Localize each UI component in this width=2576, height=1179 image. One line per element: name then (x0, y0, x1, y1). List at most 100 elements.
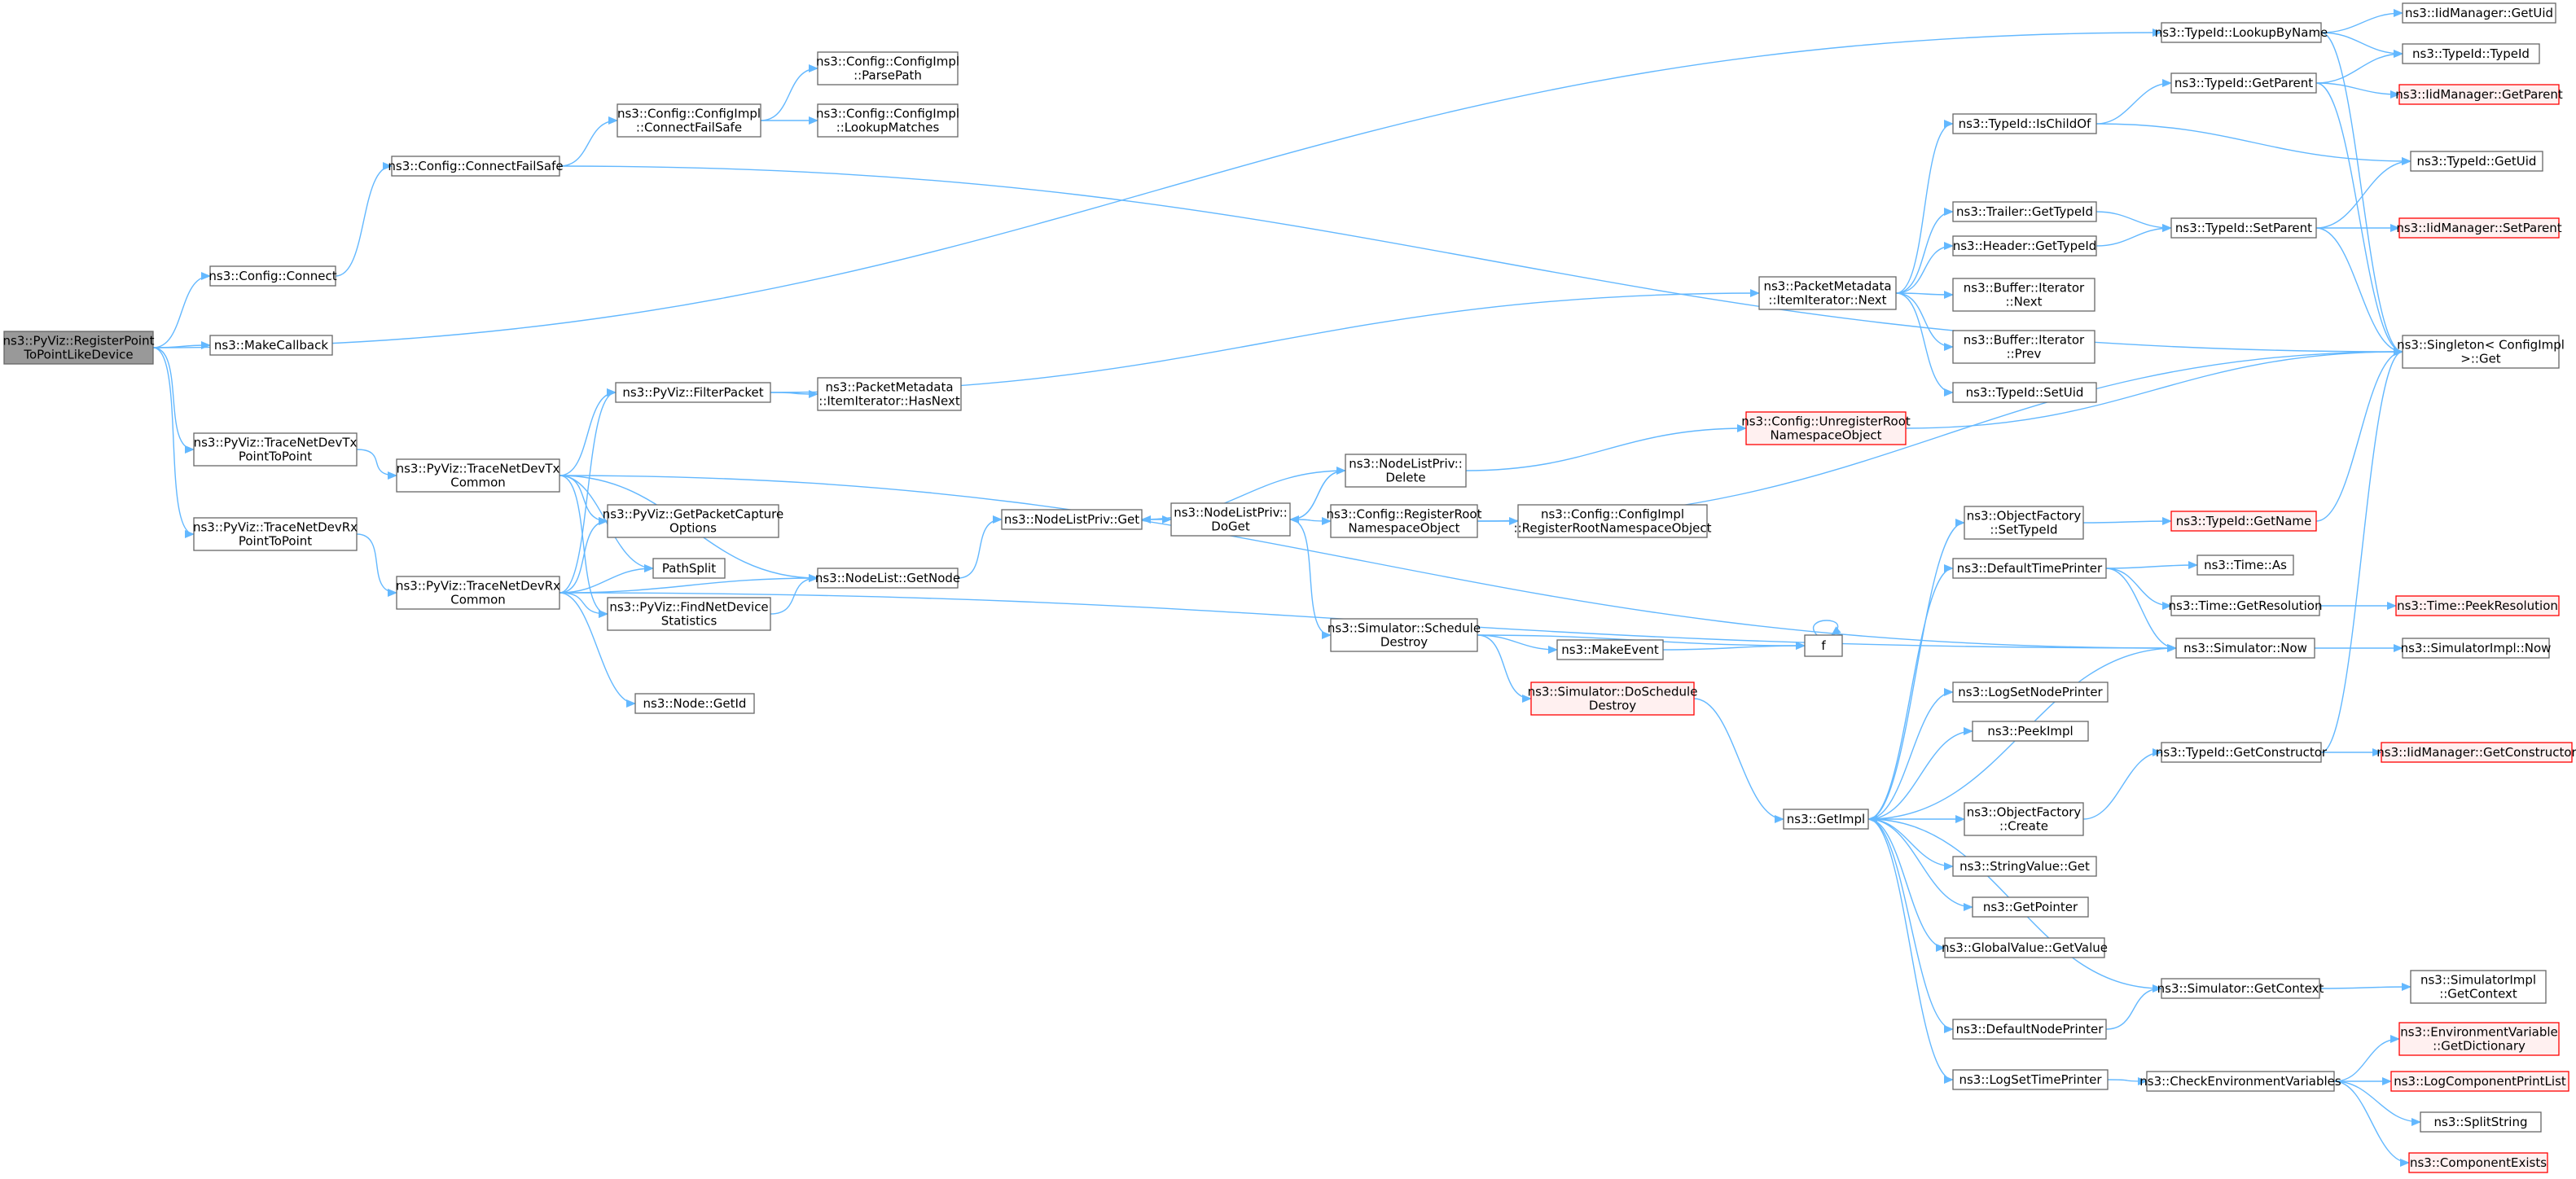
node-box (2390, 1071, 2569, 1092)
node-typeid-getname[interactable]: ns3::TypeId::GetName (2170, 511, 2317, 532)
node-label: Delete (1385, 471, 1425, 485)
node-box (1964, 802, 2084, 836)
node-objfactory-settypeid[interactable]: ns3::ObjectFactory::SetTypeId (1964, 506, 2084, 540)
node-log-set-node-printer[interactable]: ns3::LogSetNodePrinter (1952, 682, 2109, 703)
node-filter-packet[interactable]: ns3::PyViz::FilterPacket (615, 382, 771, 403)
edge-typeid-lookupbyname-to-iid-getuid (2320, 9, 2403, 33)
node-iid-getuid[interactable]: ns3::IidManager::GetUid (2402, 2, 2556, 24)
edge-typeid-setparent-to-singleton-get (2315, 227, 2403, 356)
node-cfg-connect-fs[interactable]: ns3::Config::ConnectFailSafe (388, 156, 564, 177)
node-simimpl-now[interactable]: ns3::SimulatorImpl::Now (2401, 638, 2552, 659)
node-splitstring[interactable]: ns3::SplitString (2420, 1111, 2542, 1133)
node-cfgimpl-regroot[interactable]: ns3::Config::ConfigImpl::RegisterRootNam… (1514, 504, 1712, 538)
edge-typeid-getparent-to-iid-getparent (2315, 82, 2400, 99)
node-typeid-setuid[interactable]: ns3::TypeId::SetUid (1952, 382, 2097, 403)
edge-cfgimpl-connect-fs-to-cfgimpl-parsepath (760, 64, 818, 121)
node-log-comp-printlist[interactable]: ns3::LogComponentPrintList (2390, 1071, 2569, 1092)
node-singleton-get[interactable]: ns3::Singleton< ConfigImpl >::Get (2397, 335, 2565, 369)
node-typeid-typeid[interactable]: ns3::TypeId::TypeId (2402, 43, 2540, 64)
node-typeid-ischildof[interactable]: ns3::TypeId::IsChildOf (1952, 113, 2097, 134)
node-cfg-unregroot[interactable]: ns3::Config::UnregisterRootNamespaceObje… (1741, 411, 1911, 445)
node-iid-getconstructor[interactable]: ns3::IidManager::GetConstructor (2376, 742, 2576, 763)
node-cfgimpl-lookup[interactable]: ns3::Config::ConfigImpl::LookupMatches (816, 103, 959, 138)
node-label: ns3::TypeId::SetUid (1966, 385, 2084, 400)
node-time-getres[interactable]: ns3::Time::GetResolution (2169, 595, 2323, 616)
node-getimpl[interactable]: ns3::GetImpl (1783, 809, 1869, 830)
node-box (209, 335, 333, 356)
node-getpointer[interactable]: ns3::GetPointer (1972, 896, 2089, 918)
node-typeid-getparent[interactable]: ns3::TypeId::GetParent (2170, 72, 2317, 94)
node-typeid-getconstructor[interactable]: ns3::TypeId::GetConstructor (2156, 742, 2328, 763)
node-label: Destroy (1589, 699, 1636, 713)
edge-default-time-printer-to-time-as (2105, 561, 2198, 570)
node-buffer-next[interactable]: ns3::Buffer::Iterator::Next (1952, 278, 2095, 312)
node-default-time-printer[interactable]: ns3::DefaultTimePrinter (1952, 558, 2107, 579)
node-stringvalue-get[interactable]: ns3::StringValue::Get (1952, 856, 2097, 877)
node-box (607, 504, 779, 538)
node-nlp-delete[interactable]: ns3::NodeListPriv::Delete (1345, 454, 1467, 488)
node-objfactory-create[interactable]: ns3::ObjectFactory::Create (1964, 802, 2084, 836)
node-time-as[interactable]: ns3::Time::As (2196, 554, 2294, 576)
edge-cfg-connect-fs-to-cfgimpl-connect-fs (559, 116, 618, 167)
node-label: ns3::Simulator::Now (2183, 641, 2307, 655)
node-pm-hasnext[interactable]: ns3::PacketMetadata::ItemIterator::HasNe… (817, 377, 962, 411)
node-simimpl-getcontext[interactable]: ns3::SimulatorImpl::GetContext (2410, 970, 2547, 1004)
node-envvar-getdict[interactable]: ns3::EnvironmentVariable::GetDictionary (2398, 1022, 2560, 1056)
node-cfgimpl-connect-fs[interactable]: ns3::Config::ConfigImpl::ConnectFailSafe (617, 103, 761, 138)
node-nodelist-getnode[interactable]: ns3::NodeList::GetNode (815, 568, 960, 589)
node-label: ns3::Config::ConnectFailSafe (388, 159, 563, 173)
node-default-node-printer[interactable]: ns3::DefaultNodePrinter (1952, 1019, 2107, 1040)
node-box (2170, 511, 2317, 532)
node-box (1952, 558, 2107, 579)
edge-root-to-cfg-connect (152, 272, 211, 348)
node-component-exists[interactable]: ns3::ComponentExists (2408, 1152, 2548, 1173)
node-cfg-connect[interactable]: ns3::Config::Connect (208, 265, 337, 287)
node-cfg-regroot[interactable]: ns3::Config::RegisterRootNamespaceObject (1327, 504, 1482, 538)
node-make-event[interactable]: ns3::MakeEvent (1556, 639, 1664, 660)
node-buffer-prev[interactable]: ns3::Buffer::Iterator::Prev (1952, 330, 2095, 364)
node-root[interactable]: ns3::PyViz::RegisterPointToPointLikeDevi… (3, 331, 155, 365)
node-typeid-setparent[interactable]: ns3::TypeId::SetParent (2170, 217, 2317, 239)
node-label: ns3::PyViz::TraceNetDevRx (193, 520, 358, 535)
node-time-peekres[interactable]: ns3::Time::PeekResolution (2395, 595, 2560, 616)
node-typeid-lookupbyname[interactable]: ns3::TypeId::LookupByName (2155, 22, 2328, 43)
node-label: ns3::IidManager::SetParent (2396, 221, 2561, 235)
node-nlp-get[interactable]: ns3::NodeListPriv::Get (1001, 509, 1143, 530)
node-box (2161, 22, 2322, 43)
node-globalvalue-getvalue[interactable]: ns3::GlobalValue::GetValue (1942, 937, 2108, 958)
node-pm-next[interactable]: ns3::PacketMetadata::ItemIterator::Next (1758, 276, 1897, 310)
edge-trace-tx-common-to-sim-now (559, 475, 2177, 652)
node-label: ns3::LogSetTimePrinter (1959, 1072, 2102, 1087)
node-iid-getparent[interactable]: ns3::IidManager::GetParent (2395, 84, 2563, 105)
node-check-env-vars[interactable]: ns3::CheckEnvironmentVariables (2139, 1071, 2341, 1092)
node-box (607, 597, 771, 631)
node-header-gettypeid[interactable]: ns3::Header::GetTypeId (1952, 235, 2097, 256)
node-iid-setparent[interactable]: ns3::IidManager::SetParent (2396, 217, 2562, 239)
node-label: DoGet (1211, 519, 1250, 534)
node-f[interactable]: f (1804, 634, 1843, 657)
node-trailer-gettypeid[interactable]: ns3::Trailer::GetTypeId (1952, 201, 2097, 222)
node-label: ns3::Config::Connect (208, 269, 336, 283)
node-label: ::ParsePath (854, 68, 922, 83)
node-sim-now[interactable]: ns3::Simulator::Now (2175, 638, 2315, 659)
node-pathsplit[interactable]: PathSplit (652, 558, 726, 579)
node-box (1972, 896, 2089, 918)
node-nlp-doget[interactable]: ns3::NodeListPriv::DoGet (1170, 502, 1291, 537)
node-make-callback[interactable]: ns3::MakeCallback (209, 335, 333, 356)
node-node-getid[interactable]: ns3::Node::GetId (634, 693, 755, 714)
edge-cfg-regroot-to-singleton-get (1477, 348, 2403, 522)
edge-getimpl-to-globalvalue-getvalue (1867, 818, 1946, 952)
node-log-set-time-printer[interactable]: ns3::LogSetTimePrinter (1952, 1069, 2109, 1090)
node-cfgimpl-parsepath[interactable]: ns3::Config::ConfigImpl::ParsePath (816, 51, 959, 85)
node-typeid-getuid[interactable]: ns3::TypeId::GetUid (2410, 151, 2543, 172)
node-sim-getcontext[interactable]: ns3::Simulator::GetContext (2157, 978, 2324, 999)
node-peekimpl[interactable]: ns3::PeekImpl (1972, 721, 2089, 742)
